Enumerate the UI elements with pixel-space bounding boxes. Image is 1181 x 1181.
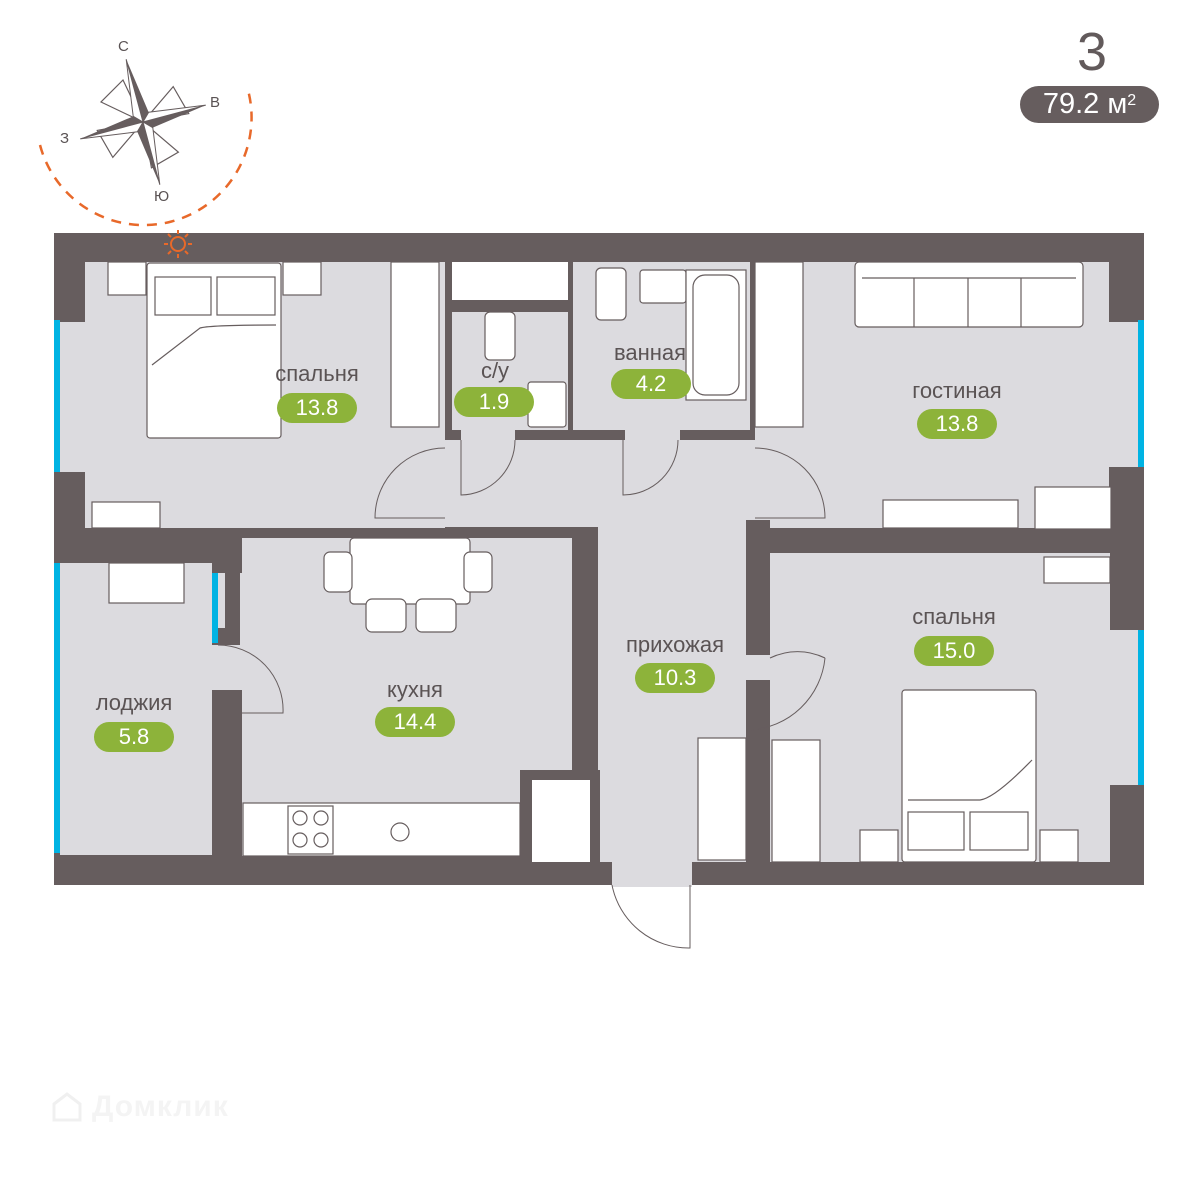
room-label-hallway: прихожая [625,632,725,657]
sun-path-arc [38,89,253,227]
compass-west-label: З [60,130,70,147]
total-area-badge: 79.2 м2 [1020,86,1159,123]
watermark-text: Домклик [92,1090,229,1123]
desk-icon [91,486,1112,604]
room-area-bedroom-2: 15.0 [914,636,994,666]
room-area-wc: 1.9 [454,387,534,417]
compass-south-label: Ю [154,188,170,205]
toilet-icon [484,267,627,361]
room-label-wc: с/у [480,358,510,383]
room-area-living-room: 13.8 [917,409,997,439]
compass-north-label: С [118,38,129,55]
wardrobe-icon [390,261,821,863]
room-label-bedroom-2: спальня [912,604,996,629]
door-swings [217,439,826,949]
windows [54,320,1144,853]
room-area-hallway: 10.3 [635,663,715,693]
room-label-loggia: лоджия [95,690,173,715]
bed-icon [107,261,322,439]
storage-cabinet [452,262,568,300]
compass-rose-icon [80,59,206,185]
room-count: 3 [1076,22,1108,82]
kitchen-counter [242,802,521,857]
room-area-kitchen: 14.4 [375,707,455,737]
room-area-loggia: 5.8 [94,722,174,752]
room-area-bedroom-1: 13.8 [277,393,357,423]
sun-icon [164,230,192,258]
bed-icon-2 [859,689,1079,863]
room-area-bathroom: 4.2 [611,369,691,399]
fridge [532,780,590,862]
sofa-icon [854,261,1084,328]
house-logo-icon [52,1092,82,1122]
bathtub-icon [685,269,747,401]
room-label-bedroom-1: спальня [275,361,359,386]
room-label-bathroom: ванная [613,340,687,365]
area-unit-superscript: 2 [1127,92,1137,109]
watermark: Домклик [50,1090,229,1124]
room-label-living-room: гостиная [912,378,1002,403]
compass-east-label: В [210,94,221,111]
total-area-value: 79.2 м [1042,88,1128,120]
dining-table-icon [323,537,493,633]
room-label-kitchen: кухня [387,677,443,702]
